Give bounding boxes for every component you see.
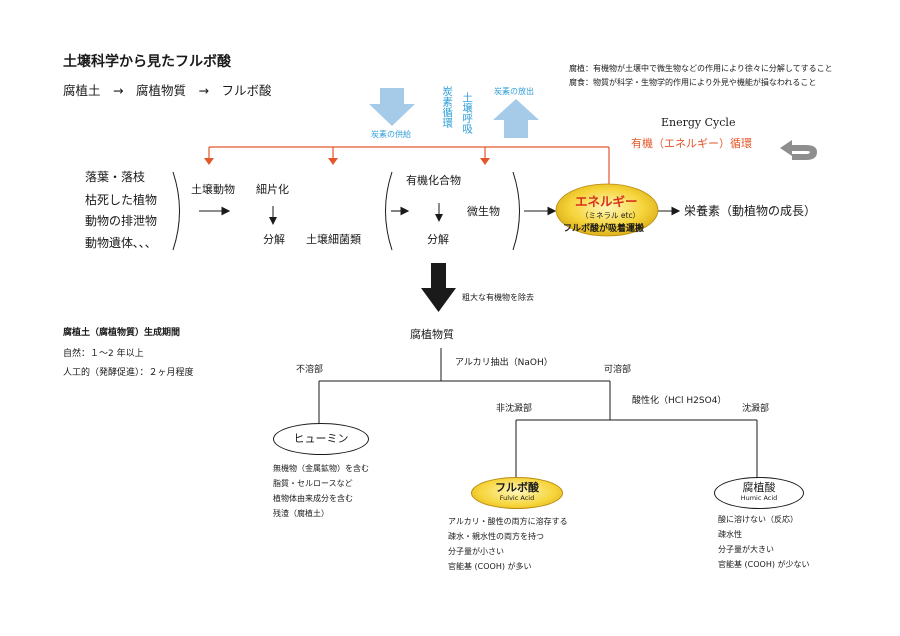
orange-cycle-line [208,146,610,188]
remove-arrow [421,263,456,312]
humic-en: Humic Acid [740,494,778,502]
decompose-1: 分解 [263,233,285,246]
list-item: 無機物（金属鉱物）を含む [273,464,369,473]
fragmentation: 細片化 [256,183,289,196]
energy-title: エネルギー [575,194,638,209]
humic-substance: 腐植物質 [410,328,454,341]
energy-transport: フルボ酸が吸着運搬 [563,224,645,234]
microbes: 微生物 [467,205,500,218]
acidify-label: 酸性化（HCl H2SO4） [632,396,727,406]
fulvic-oval: フルボ酸 Fulvic Acid [471,477,563,509]
period-title: 腐植土（腐植物質）生成期間 [63,328,181,338]
organic-compounds: 有機化合物 [406,174,461,187]
list-item: 酸に溶けない（反応） [718,515,798,524]
carbon-supply-arrow [369,88,415,126]
list-item: 脂質・セルロースなど [273,479,353,488]
decompose-2: 分解 [427,233,449,246]
humin-oval: ヒューミン [273,423,369,455]
period-natural: 自然：１〜2 年以上 [63,349,144,359]
input-leaves: 落葉・落枝 [85,170,146,184]
list-item: 分子量が小さい [448,547,504,556]
carbon-release-label: 炭素の放出 [494,87,534,96]
fulvic-props: アルカリ・酸性の両方に溶存する 疎水・親水性の両方を持つ 分子量が小さい 官能基… [448,514,568,574]
humin-name: ヒューミン [293,432,349,445]
input-dead-plants: 枯死した植物 [85,193,158,207]
carbon-cycle-label: 炭素循環 [441,86,454,128]
page-title: 土壌科学から見たフルボ酸 [63,54,231,70]
list-item: 植物体由来成分を含む [273,494,353,503]
humic-props: 酸に溶けない（反応） 疎水性 分子量が大きい 官能基 (COOH) が少ない [718,512,810,572]
page-subtitle-flow: 腐植土 → 腐植物質 → フルボ酸 [63,83,272,98]
humic-oval: 腐植酸 Humic Acid [714,477,804,509]
list-item: 分子量が大きい [718,545,774,554]
return-cycle-arrowhead [780,140,792,156]
remove-coarse-label: 粗大な有機物を除去 [462,293,534,302]
period-artificial: 人工的（発酵促進）：２ヶ月程度 [63,368,194,378]
humin-props: 無機物（金属鉱物）を含む 脂質・セルロースなど 植物体由来成分を含む 残渣（腐植… [273,461,369,521]
soluble-part: 可溶部 [604,365,632,375]
soil-animals: 土壌動物 [191,183,235,196]
energy-minerals: （ミネラル etc） [581,211,641,220]
fulvic-name: フルボ酸 [495,481,539,494]
input-remains: 動物遺体､､､ [85,236,152,250]
orange-arrowhead [328,158,338,165]
bracket-left-stage2 [385,171,393,251]
carbon-supply-label: 炭素の供給 [371,130,411,139]
list-item: 官能基 (COOH) が多い [448,562,532,571]
non-precipitate: 非沈澱部 [496,404,533,414]
humic-name: 腐植酸 [742,481,776,494]
energy-cycle-jp: 有機（エネルギー）循環 [631,137,752,150]
orange-arrowhead [204,158,214,165]
return-cycle-icon [788,145,817,160]
carbon-release-arrow [493,99,539,138]
note-decay: 腐食：物質が科学・生物学的作用により外見や機能が損なわれること [569,78,817,87]
bracket-right-inputs [172,171,180,251]
soil-bacteria: 土壌細菌類 [306,233,361,246]
energy-oval [555,183,659,237]
bracket-right-stage2 [512,171,520,251]
alkali-extraction: アルカリ抽出（NaOH） [455,358,553,368]
list-item: 残渣（腐植土） [273,509,329,518]
fulvic-en: Fulvic Acid [499,494,535,502]
separation-tree [318,348,758,478]
precipitate: 沈澱部 [742,404,770,414]
energy-cycle-en: Energy Cycle [661,116,736,129]
note-humification: 腐植：有機物が土壌中で微生物などの作用により徐々に分解してすること [569,64,833,73]
list-item: アルカリ・酸性の両方に溶存する [448,517,568,526]
orange-arrowhead [480,158,490,165]
list-item: 疎水・親水性の両方を持つ [448,532,544,541]
list-item: 疎水性 [718,530,742,539]
insoluble-part: 不溶部 [296,365,324,375]
soil-respiration-label: 土壌呼吸 [461,92,474,134]
nutrients: 栄養素（動植物の成長） [684,204,817,218]
list-item: 官能基 (COOH) が少ない [718,560,810,569]
input-excrement: 動物の排泄物 [85,214,158,228]
